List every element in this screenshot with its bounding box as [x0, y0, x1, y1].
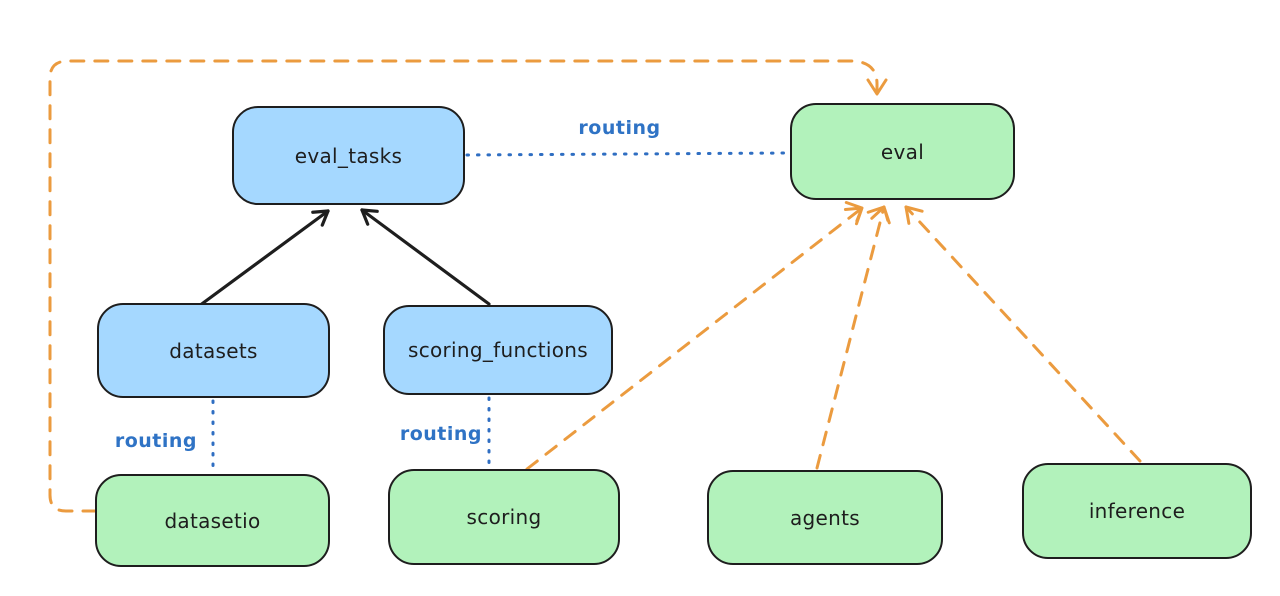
edge-inference-to-eval — [904, 205, 1142, 463]
node-scoring-label: scoring — [466, 505, 542, 529]
edge-scoring-to-eval — [525, 200, 864, 471]
edge-datasets-to-eval-tasks — [197, 209, 330, 308]
edge-scoring-functions-to-eval-tasks — [360, 208, 491, 306]
node-scoring-functions-label: scoring_functions — [407, 338, 589, 362]
node-datasetio: datasetio — [95, 474, 330, 567]
node-scoring-functions: scoring_functions — [383, 305, 613, 395]
node-datasetio-label: datasetio — [164, 508, 261, 533]
node-eval-label: eval — [880, 139, 925, 164]
node-eval-tasks-label: eval_tasks — [294, 143, 403, 168]
edge-datasetio-to-eval — [48, 59, 888, 513]
node-eval: eval — [790, 103, 1015, 200]
node-datasets: datasets — [97, 303, 330, 398]
edge-eval-tasks-to-eval-routing — [465, 151, 790, 157]
node-inference: inference — [1022, 463, 1252, 559]
node-agents-label: agents — [790, 505, 860, 530]
node-scoring: scoring — [388, 469, 620, 565]
node-agents: agents — [707, 470, 943, 565]
routing-label-scoring-functions-scoring: routing — [399, 423, 482, 445]
node-inference-label: inference — [1088, 499, 1186, 523]
node-datasets-label: datasets — [169, 338, 258, 363]
routing-label-datasets-datasetio: routing — [114, 430, 197, 452]
node-eval-tasks: eval_tasks — [232, 106, 465, 205]
edge-agents-to-eval — [815, 205, 891, 470]
routing-label-eval-tasks-eval: routing — [578, 117, 661, 139]
